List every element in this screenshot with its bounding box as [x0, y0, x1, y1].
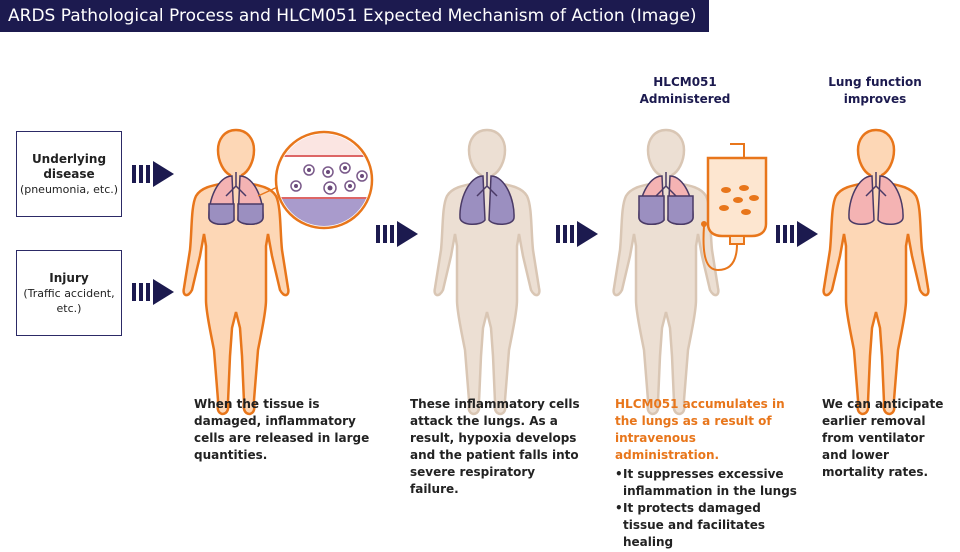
list-item: •It protects damaged tissue and facilita…	[615, 500, 803, 551]
stage3-highlight: HLCM051 accumulates in the lungs as a re…	[615, 396, 803, 464]
bullet-text: It protects damaged tissue and facilitat…	[623, 500, 803, 551]
human-figure-respiratory-failure	[435, 130, 540, 414]
list-item: •It suppresses excessive inflammation in…	[615, 466, 803, 500]
stage4-description: We can anticipate earlier removal from v…	[822, 396, 952, 481]
stage1-description: When the tissue is damaged, inflammatory…	[194, 396, 380, 464]
bullet-text: It suppresses excessive inflammation in …	[623, 466, 803, 500]
arrow-icon	[556, 221, 598, 247]
human-figure-recovered	[824, 130, 929, 414]
stage3-description: HLCM051 accumulates in the lungs as a re…	[615, 396, 803, 551]
arrow-icon	[376, 221, 418, 247]
arrow-icon	[132, 161, 174, 187]
stage2-description: These inflammatory cells attack the lung…	[410, 396, 586, 498]
arrow-icon	[132, 279, 174, 305]
blood-vessel-magnified-icon	[270, 130, 380, 238]
human-figure-treated	[614, 130, 766, 414]
arrow-icon	[776, 221, 818, 247]
human-figure-injured	[184, 130, 380, 414]
